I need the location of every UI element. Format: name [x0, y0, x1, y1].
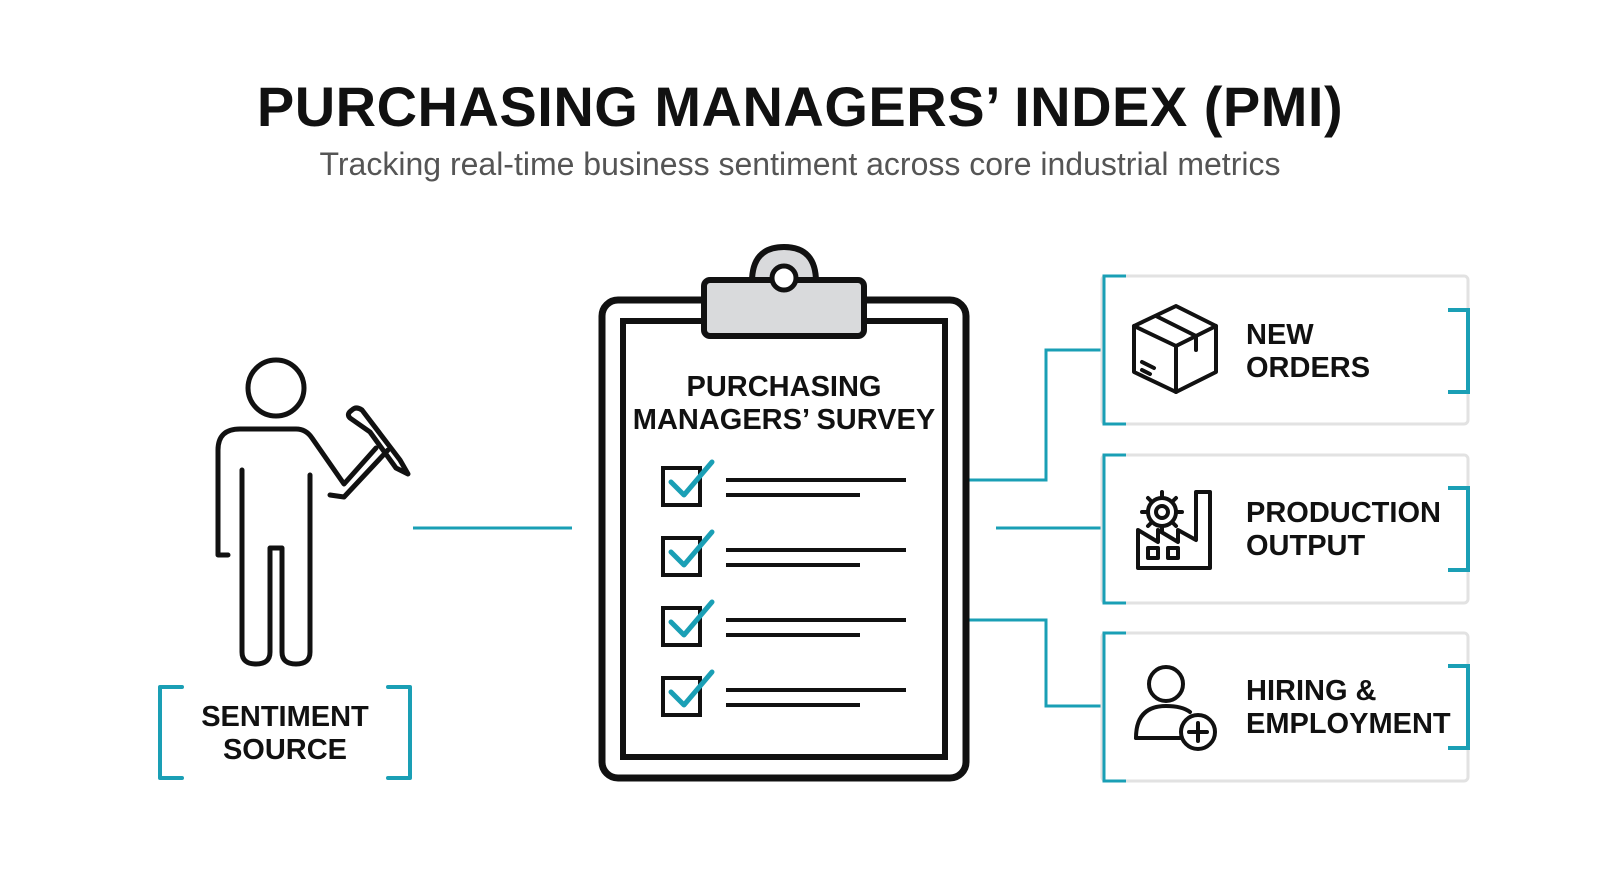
- metric-card-hiring-employment: HIRING & EMPLOYMENT: [1100, 631, 1470, 783]
- page-subtitle: Tracking real-time business sentiment ac…: [319, 146, 1281, 182]
- factory-icon: [1136, 490, 1212, 570]
- metric-label-line2: OUTPUT: [1246, 530, 1366, 562]
- checklist-item: [661, 599, 906, 647]
- source-label-line1: SENTIMENT: [201, 701, 369, 733]
- connector-lines: [413, 348, 1102, 708]
- source-bracket: [158, 685, 412, 780]
- metric-card-new-orders: NEW ORDERS: [1100, 274, 1470, 426]
- add-user-icon: [1134, 665, 1217, 751]
- metric-label-line2: ORDERS: [1246, 352, 1370, 384]
- checklist-item: [661, 529, 906, 577]
- metric-label-line1: HIRING &: [1246, 675, 1377, 707]
- box-icon: [1132, 304, 1218, 394]
- survey-title-line2: MANAGERS’ SURVEY: [633, 404, 935, 436]
- source-label-line2: SOURCE: [223, 734, 347, 766]
- person-with-pen-icon: [215, 357, 411, 667]
- connector-to-new-orders: [920, 348, 1102, 482]
- checklist-item: [661, 669, 906, 717]
- metric-label-line1: NEW: [1246, 319, 1314, 351]
- page-title: PURCHASING MANAGERS’ INDEX (PMI): [256, 75, 1344, 138]
- metric-card-production-output: PRODUCTION OUTPUT: [1100, 453, 1470, 605]
- clipboard-icon: [598, 243, 970, 782]
- survey-title-line1: PURCHASING: [687, 371, 882, 403]
- connector-to-hiring: [920, 618, 1102, 708]
- checklist-item: [661, 459, 906, 507]
- metric-label-line1: PRODUCTION: [1246, 497, 1441, 529]
- metric-label-line2: EMPLOYMENT: [1246, 708, 1451, 740]
- survey-checklist: [661, 459, 906, 717]
